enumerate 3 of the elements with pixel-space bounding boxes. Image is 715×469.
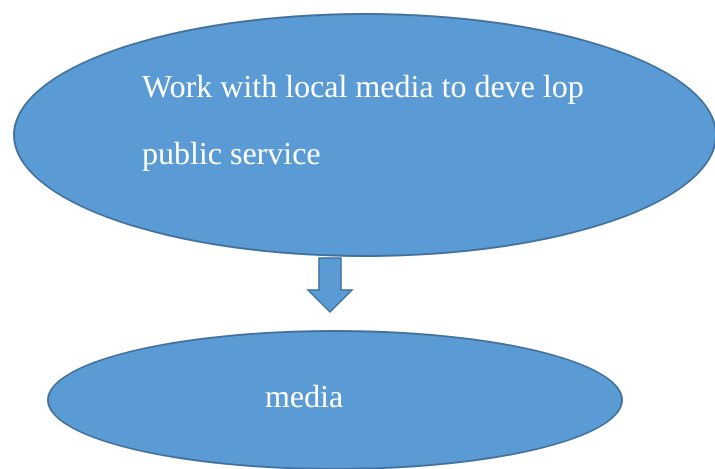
node-label: media bbox=[265, 377, 344, 416]
block-arrow bbox=[306, 257, 354, 314]
node-label: Work with local media to deve lop public service bbox=[142, 67, 585, 173]
